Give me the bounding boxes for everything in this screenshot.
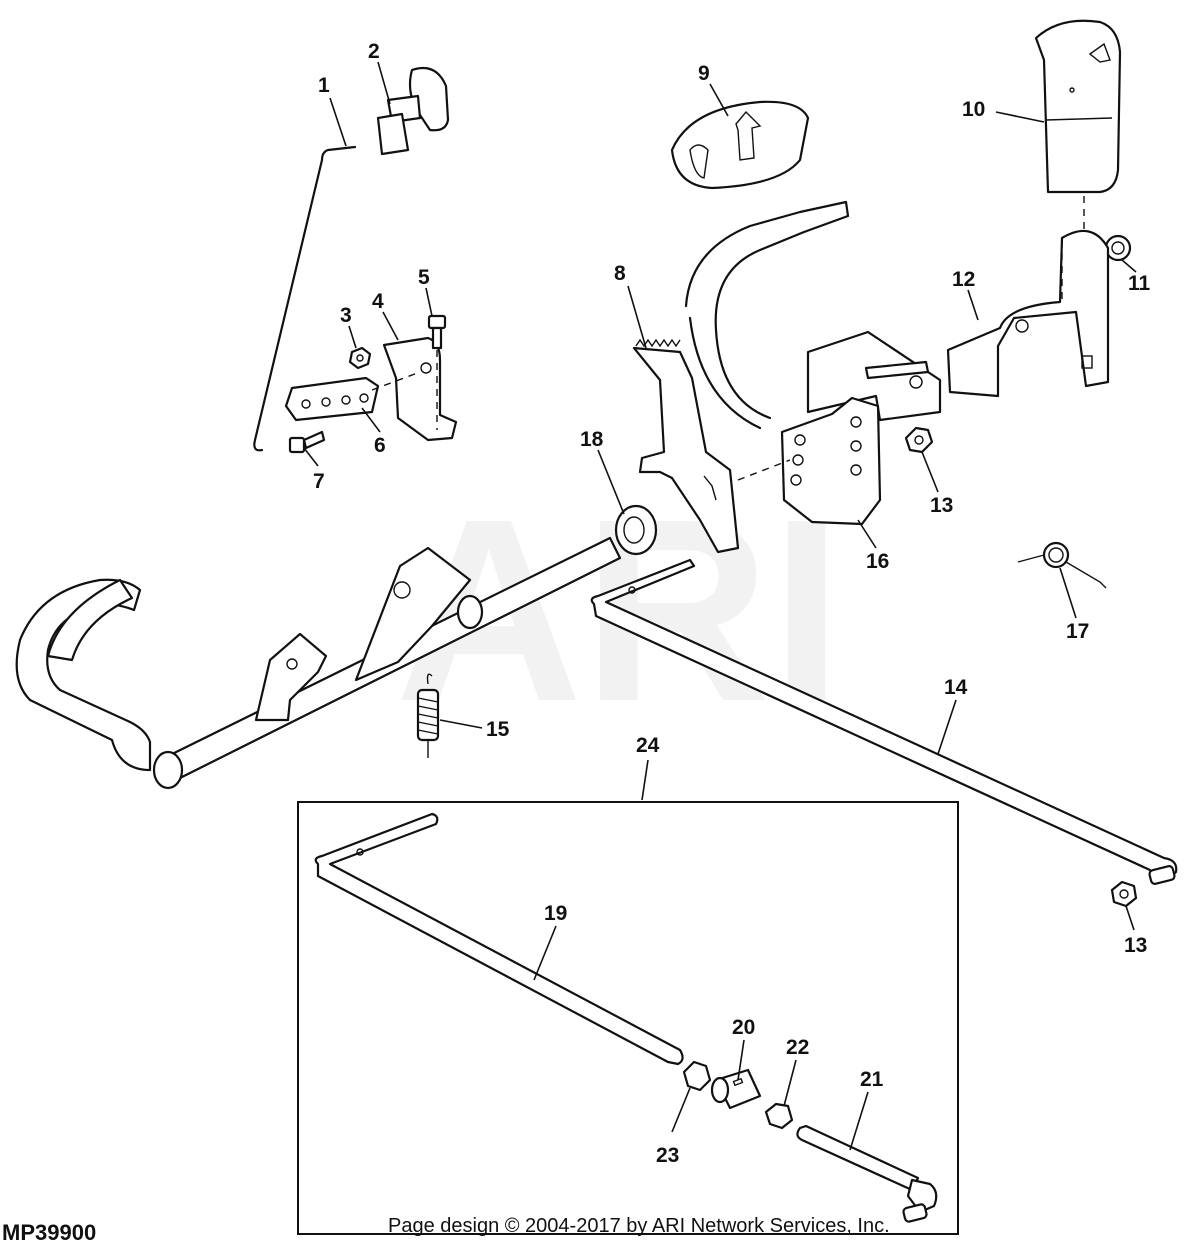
- part-2-knob: [376, 66, 450, 156]
- page-footer: Page design © 2004-2017 by ARI Network S…: [388, 1215, 890, 1237]
- callout-5: 5: [418, 266, 430, 289]
- callout-11: 11: [1128, 272, 1151, 295]
- callout-8: 8: [614, 262, 626, 285]
- part-20-coupler: [710, 1068, 762, 1110]
- callout-labels: 1 2 3 4 5 6 7 8 9 10 11 12 13 13 14 15 1…: [313, 40, 1151, 1167]
- part-11-washer: [1104, 234, 1132, 262]
- callout-24: 24: [636, 734, 660, 757]
- part-8-sector: [632, 338, 791, 554]
- part-5-bolt: [427, 314, 447, 430]
- callout-2: 2: [368, 40, 380, 63]
- part-12-bracket: [946, 229, 1110, 398]
- part-1-rod: [253, 145, 357, 452]
- part-4-bracket: [382, 336, 458, 442]
- callout-19: 19: [544, 902, 567, 925]
- callout-22: 22: [786, 1036, 809, 1059]
- pedal-shaft-assembly: [15, 536, 622, 790]
- callout-10: 10: [962, 98, 985, 121]
- callout-15: 15: [486, 718, 510, 741]
- part-6-plate: [284, 371, 421, 422]
- callout-4: 4: [372, 290, 384, 313]
- part-13-nut-lower: [1110, 880, 1138, 908]
- part-3-nut: [348, 346, 372, 370]
- part-9-pedal-pad: [670, 100, 810, 190]
- part-15-spring: [416, 673, 440, 758]
- callout-17: 17: [1066, 620, 1089, 643]
- callout-12: 12: [952, 268, 975, 291]
- callout-9: 9: [698, 62, 710, 85]
- kit-24-box: [297, 801, 959, 1235]
- callout-6: 6: [374, 434, 386, 457]
- callout-16: 16: [866, 550, 889, 573]
- callout-20: 20: [732, 1016, 755, 1039]
- part-21-rod: [796, 1124, 938, 1223]
- callout-18: 18: [580, 428, 604, 451]
- part-17-spring: [1017, 541, 1107, 589]
- callout-23: 23: [656, 1144, 679, 1167]
- diagram-code: MP39900: [2, 1220, 96, 1245]
- part-14-rod: [590, 558, 1178, 885]
- callout-3: 3: [340, 304, 352, 327]
- part-22-nut: [764, 1102, 794, 1130]
- part-7-bolt: [288, 430, 326, 454]
- callout-21: 21: [860, 1068, 884, 1091]
- part-10-lever-cover: [1034, 19, 1122, 244]
- callout-13-lower: 13: [1124, 934, 1147, 957]
- part-23-nut: [682, 1060, 712, 1092]
- leader-lines: [303, 61, 1137, 1151]
- callout-14: 14: [944, 676, 968, 699]
- part-19-rod: [314, 812, 684, 1066]
- part-18-bushing: [614, 504, 658, 556]
- part-13-nut-upper: [904, 426, 934, 454]
- callout-1: 1: [318, 74, 330, 97]
- callout-13-upper: 13: [930, 494, 953, 517]
- part-16-clevis: [684, 200, 942, 526]
- callout-7: 7: [313, 470, 325, 493]
